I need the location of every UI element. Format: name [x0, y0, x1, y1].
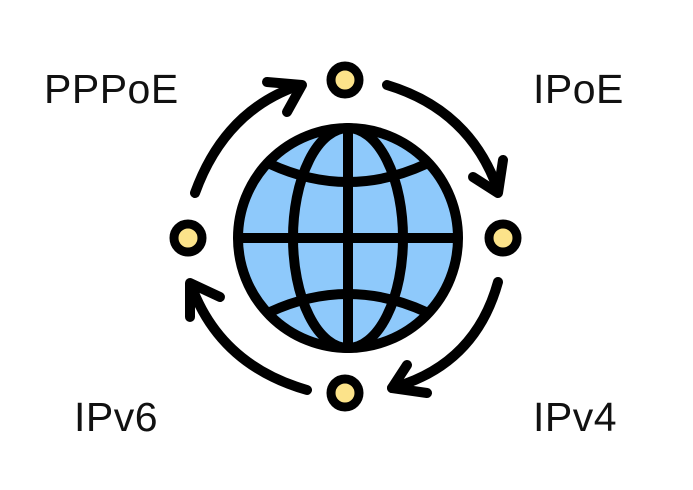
node-bottom: [326, 374, 364, 412]
label-pppoe: PPPoE: [44, 66, 179, 112]
node-top: [326, 61, 364, 99]
label-ipoe: IPoE: [533, 66, 624, 112]
globe-icon: [233, 123, 463, 353]
arrow-top-to-right: [382, 80, 503, 195]
arrow-bottom-to-left: [186, 280, 312, 395]
cycle-arrows-icon: [185, 77, 508, 398]
node-right: [484, 219, 522, 257]
label-ipv4: IPv4: [533, 394, 618, 440]
arrow-right-to-bottom: [387, 277, 503, 393]
label-ipv6: IPv6: [74, 394, 159, 440]
node-left: [169, 219, 207, 257]
arrow-left-to-top: [190, 80, 305, 198]
